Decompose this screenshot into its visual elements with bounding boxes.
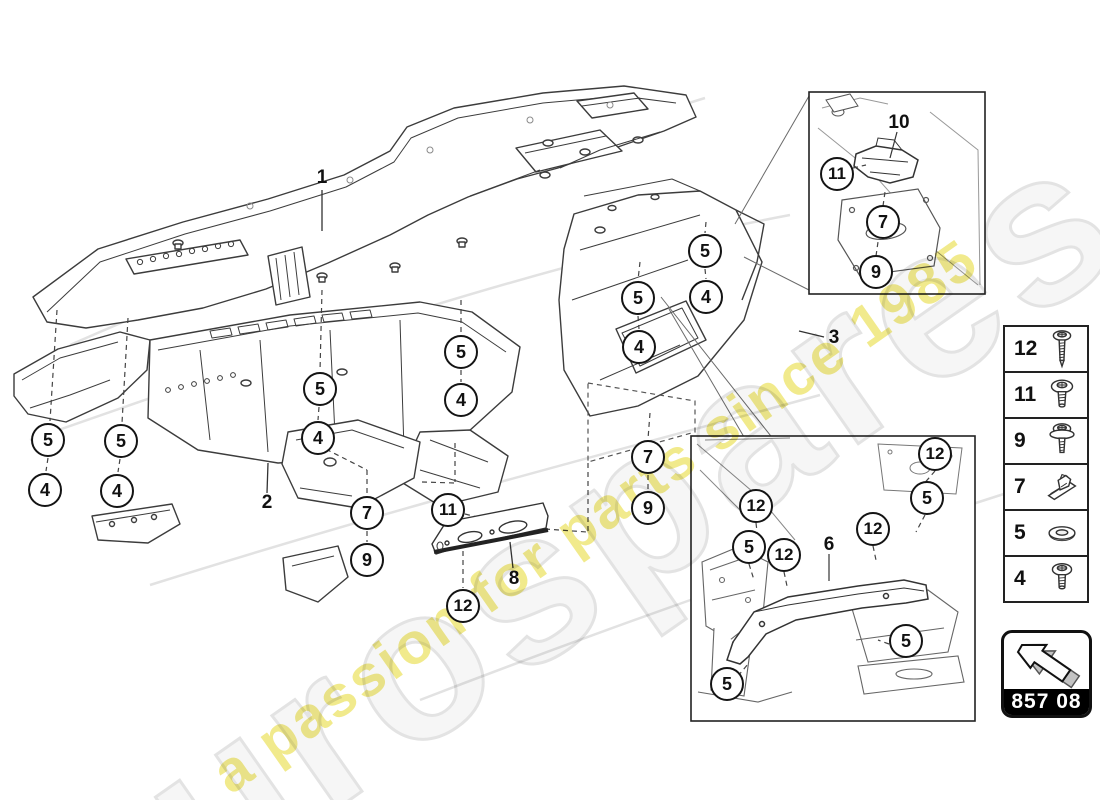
callout-12: 12: [739, 489, 773, 523]
part-code-strip: 857 08: [1004, 689, 1089, 715]
legend-item-number: 4: [1014, 567, 1026, 590]
part-code-text: 857 08: [1011, 690, 1082, 713]
callout-5: 5: [889, 624, 923, 658]
part-label-3: 3: [828, 327, 840, 348]
callout-number: 11: [439, 500, 457, 519]
legend-row-11: 11: [1003, 371, 1089, 419]
legend-item-number: 11: [1014, 383, 1037, 406]
callout-12: 12: [767, 538, 801, 572]
part-10-bracket: [853, 137, 919, 184]
callout-4: 4: [100, 474, 134, 508]
callout-number: 4: [633, 336, 644, 357]
callout-number: 9: [642, 497, 653, 518]
part-label-8: 8: [508, 568, 520, 589]
legend-row-9: 9: [1003, 417, 1089, 465]
callout-number: 5: [314, 378, 325, 399]
callout-5: 5: [710, 667, 744, 701]
legend-row-7: 7: [1003, 463, 1089, 511]
callout-number: 7: [877, 211, 888, 232]
callout-number: 5: [721, 673, 732, 694]
callout-7: 7: [350, 496, 384, 530]
callout-number: 12: [746, 496, 766, 515]
legend-row-12: 12: [1003, 325, 1089, 373]
callout-12: 12: [918, 437, 952, 471]
callout-5: 5: [732, 530, 766, 564]
part-label-6: 6: [823, 534, 835, 555]
callout-11: 11: [431, 493, 465, 527]
callout-5: 5: [444, 335, 478, 369]
callout-number: 5: [921, 487, 932, 508]
callout-4: 4: [689, 280, 723, 314]
washer-icon: [1048, 526, 1076, 542]
callout-number: 4: [700, 286, 711, 307]
part-1-instrument-panel: [32, 85, 697, 329]
screw-short-icon: [1051, 563, 1073, 590]
cursor-arrow-icon: [1004, 633, 1089, 689]
callout-4: 4: [301, 421, 335, 455]
leader-lines-solid: [266, 190, 825, 569]
legend-item-number: 9: [1014, 429, 1026, 452]
callout-number: 5: [743, 536, 754, 557]
callout-9: 9: [350, 543, 384, 577]
callout-4: 4: [622, 330, 656, 364]
callout-number: 11: [828, 164, 846, 183]
part-8-bracket: [431, 502, 549, 555]
magnifier-lines: [660, 95, 810, 446]
legend-row-5: 5: [1003, 509, 1089, 557]
callout-number: 9: [870, 261, 881, 282]
callout-number: 4: [111, 480, 122, 501]
legend-item-number: 5: [1014, 521, 1026, 544]
callout-9: 9: [631, 491, 665, 525]
screw-long-icon: [1052, 330, 1072, 367]
zoom-source-region: [587, 382, 696, 463]
callout-5: 5: [688, 234, 722, 268]
callout-11: 11: [820, 157, 854, 191]
screw-dome-icon: [1050, 379, 1074, 408]
callout-5: 5: [910, 481, 944, 515]
callout-7: 7: [631, 440, 665, 474]
callout-5: 5: [31, 423, 65, 457]
callout-number: 12: [925, 444, 945, 463]
screw-flange-icon: [1049, 423, 1075, 454]
callout-5: 5: [621, 281, 655, 315]
callout-number: 12: [774, 545, 794, 564]
part-code-box: 857 08: [1001, 630, 1092, 718]
clip-icon: [1047, 473, 1077, 501]
part-label-1: 1: [316, 167, 328, 188]
callout-number: 5: [900, 630, 911, 651]
callout-number: 7: [361, 502, 372, 523]
part-6-brace: [726, 579, 929, 665]
callout-number: 5: [455, 341, 466, 362]
panel-clips: [172, 136, 644, 283]
callout-number: 5: [115, 430, 126, 451]
callout-number: 12: [453, 596, 473, 615]
legend-item-number: 7: [1014, 475, 1026, 498]
callout-number: 12: [863, 519, 883, 538]
legend-row-4: 4: [1003, 555, 1089, 603]
callout-number: 5: [632, 287, 643, 308]
callout-number: 5: [42, 429, 53, 450]
callout-7: 7: [866, 205, 900, 239]
callout-number: 5: [699, 240, 710, 261]
callout-4: 4: [28, 473, 62, 507]
callout-4: 4: [444, 383, 478, 417]
callout-9: 9: [859, 255, 893, 289]
callout-12: 12: [856, 512, 890, 546]
callout-5: 5: [104, 424, 138, 458]
fastener-legend: 12 11 9 7 5 4: [1003, 325, 1089, 603]
callout-5: 5: [303, 372, 337, 406]
part-label-10: 10: [888, 112, 910, 133]
callout-number: 7: [642, 446, 653, 467]
callout-number: 4: [455, 389, 466, 410]
callout-number: 4: [312, 427, 323, 448]
legend-item-number: 12: [1014, 337, 1038, 360]
part-label-2: 2: [261, 492, 273, 513]
callout-number: 9: [361, 549, 372, 570]
callout-number: 4: [39, 479, 50, 500]
callout-12: 12: [446, 589, 480, 623]
